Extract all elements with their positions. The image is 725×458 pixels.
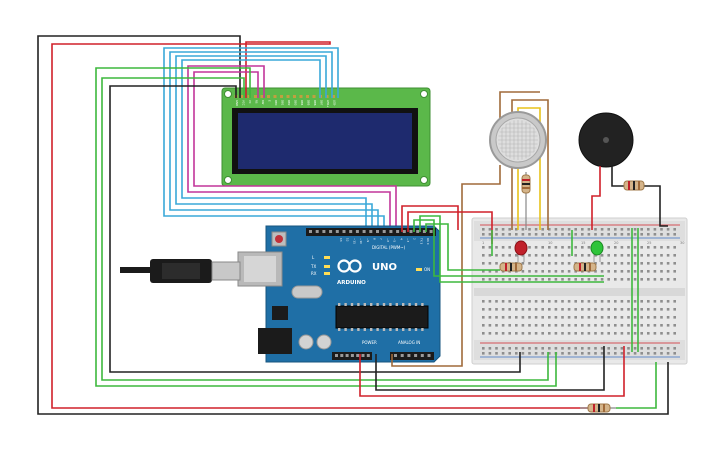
digital-pin-label: ~10 xyxy=(359,238,363,244)
lcd-mount-hole xyxy=(224,176,232,184)
lcd-mount-hole xyxy=(224,90,232,98)
lcd-pin-label: RS xyxy=(255,100,259,104)
digital-pin-label: 13 xyxy=(339,238,343,242)
breadboard-holes xyxy=(482,228,676,355)
lcd-pin-label: DB3 xyxy=(294,100,298,106)
arduino-brand-label: ARDUINO xyxy=(337,280,366,286)
breadboard-row-number: 20 xyxy=(614,241,618,245)
analog-header-label: ANALOG IN xyxy=(398,340,420,345)
l-led-label: L xyxy=(312,255,315,260)
lcd-pin-label: DB1 xyxy=(281,100,285,106)
wire-red[interactable] xyxy=(401,205,459,232)
rx-led-label: RX xyxy=(311,271,317,276)
lcd-pin-label: DB2 xyxy=(287,100,291,106)
lcd-pin-label: E xyxy=(268,100,272,102)
wire-green[interactable] xyxy=(425,223,500,271)
piezo-buzzer[interactable] xyxy=(578,112,668,230)
lcd-screen xyxy=(238,113,412,169)
wire-blue[interactable] xyxy=(163,47,385,232)
green-led-resistor[interactable] xyxy=(573,262,597,272)
power-jack xyxy=(258,328,292,354)
breadboard-row-number: 30 xyxy=(680,241,684,245)
gas-sensor-resistor[interactable] xyxy=(521,172,531,230)
wire-black[interactable] xyxy=(375,346,605,391)
breadboard-row-number: 10 xyxy=(548,241,552,245)
breadboard-row-number: 5 xyxy=(515,241,517,245)
wire-magenta[interactable] xyxy=(193,71,397,232)
wire-brown[interactable] xyxy=(391,165,501,367)
arduino-model-label: UNO xyxy=(372,262,397,273)
wire-black[interactable] xyxy=(37,35,669,415)
on-led-label: ON xyxy=(424,267,430,272)
digital-pin-label: RX 0 xyxy=(426,238,430,245)
digital-pin-label: ~5 xyxy=(393,238,397,242)
gas-sensor[interactable] xyxy=(489,91,549,230)
digital-header-label: DIGITAL (PWM~) xyxy=(372,245,406,250)
reset-button[interactable] xyxy=(275,235,283,243)
wire-magenta[interactable] xyxy=(187,65,391,232)
wire-blue[interactable] xyxy=(181,59,367,232)
wire-red[interactable] xyxy=(51,41,598,409)
wire-red[interactable] xyxy=(359,346,625,397)
wire-red[interactable] xyxy=(407,211,493,244)
lcd-pin-label: GND xyxy=(235,100,239,106)
wire-green[interactable] xyxy=(616,362,657,409)
analog-header xyxy=(390,352,434,360)
lcd-pin-label: LED- xyxy=(333,100,337,106)
breadboard-row-number: 15 xyxy=(581,241,585,245)
atmega-chip xyxy=(335,305,429,329)
lcd-pin-label: RW xyxy=(261,100,265,105)
digital-pin-label: 8 xyxy=(373,238,377,240)
lcd-pin-label: LED+ xyxy=(326,100,330,107)
green-led[interactable] xyxy=(590,240,604,262)
wire-blue[interactable] xyxy=(175,55,373,232)
capacitor xyxy=(298,334,314,350)
breadboard-row-number: 1 xyxy=(482,241,484,245)
lcd-mount-hole xyxy=(420,90,428,98)
digital-pin-label: 4 xyxy=(399,238,403,240)
bottom-resistor[interactable] xyxy=(580,403,616,413)
digital-pin-label: ~11 xyxy=(352,238,356,244)
power-header-label: POWER xyxy=(362,340,377,345)
usb-cable xyxy=(120,259,241,283)
digital-pin-label: ~9 xyxy=(366,238,370,242)
lcd-pin-label: DB6 xyxy=(313,100,317,106)
lcd-wires xyxy=(37,35,669,415)
crystal xyxy=(291,285,323,299)
digital-pin-label: 7 xyxy=(379,238,383,240)
wire-green[interactable] xyxy=(419,215,604,283)
lcd-pin-label: DB4 xyxy=(300,100,304,106)
lcd-pin-label: DB5 xyxy=(307,100,311,106)
red-led-resistor[interactable] xyxy=(499,262,523,272)
tx-led-label: TX xyxy=(310,264,316,269)
lcd-pin-label: DB0 xyxy=(274,100,278,106)
digital-pin-label: 2 xyxy=(413,238,417,240)
wire-blue[interactable] xyxy=(169,51,379,232)
wire-green[interactable] xyxy=(101,77,549,381)
digital-pin-label: ~3 xyxy=(406,238,410,242)
wire-black[interactable] xyxy=(109,85,521,373)
lcd-pin-label: V0 xyxy=(248,100,252,104)
lcd-pin-label: DB7 xyxy=(320,100,324,106)
digital-pin-label: TX 1 xyxy=(419,237,423,245)
breadboard-row-number: 25 xyxy=(647,241,651,245)
wire-green[interactable] xyxy=(413,219,604,277)
capacitor xyxy=(316,334,332,350)
digital-pin-label: ~6 xyxy=(386,238,390,242)
lcd-mount-hole xyxy=(420,176,428,184)
arduino-uno-board[interactable]: ARDUINO UNO L TX RX ON DIGITAL (PWM~) PO… xyxy=(237,225,441,363)
wire-green[interactable] xyxy=(95,67,557,387)
red-led[interactable] xyxy=(514,240,528,262)
digital-pin-label: 12 xyxy=(346,238,350,242)
lcd-pin-label: VCC xyxy=(242,100,246,106)
buzzer-resistor[interactable] xyxy=(623,180,645,191)
signal-wires xyxy=(359,205,657,409)
